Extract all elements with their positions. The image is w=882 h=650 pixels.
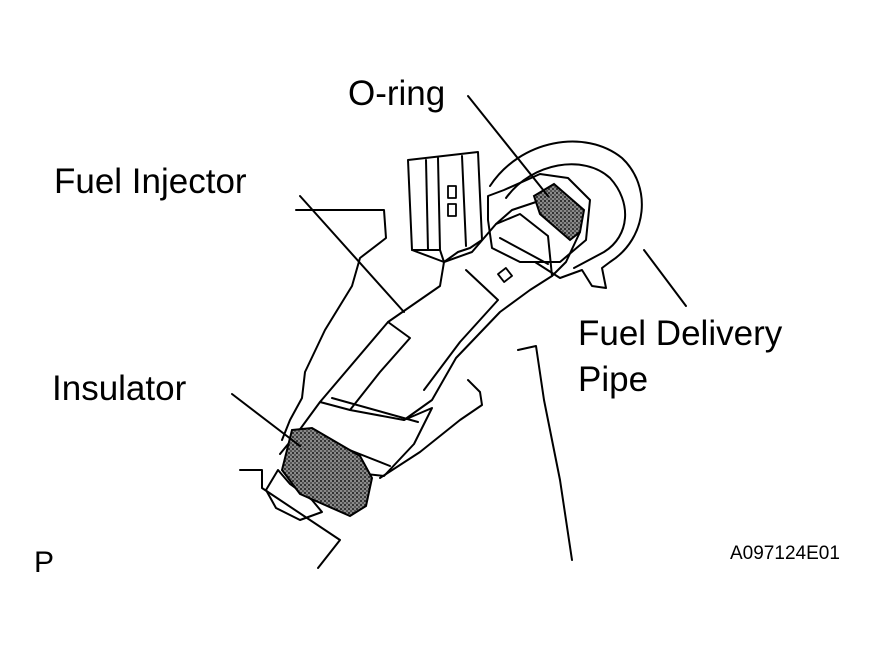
head-outline-right <box>379 379 483 479</box>
label-fuel-delivery-pipe: Fuel Delivery Pipe <box>578 311 782 403</box>
delivery-pipe-inner <box>505 163 626 269</box>
label-fuel-delivery-pipe-line1: Fuel Delivery <box>578 314 783 353</box>
leader-o-ring <box>467 95 549 197</box>
label-fuel-delivery-pipe-line2: Pipe <box>578 360 649 399</box>
intake-outline <box>281 209 387 441</box>
label-o-ring: O-ring <box>348 74 446 113</box>
leader-fuel-injector <box>299 195 405 313</box>
leader-fuel-delivery-pipe <box>643 249 687 307</box>
label-fuel-injector: Fuel Injector <box>54 162 247 201</box>
delivery-pipe-outer <box>489 140 643 289</box>
head-outline-wall <box>517 345 573 561</box>
leader-insulator <box>231 393 301 447</box>
injector-connector <box>407 151 483 263</box>
view-marker: P <box>34 546 55 579</box>
o-ring-shape <box>532 182 586 242</box>
label-insulator: Insulator <box>52 369 187 408</box>
delivery-pipe-cup <box>487 173 591 263</box>
head-outline-lower <box>239 469 341 569</box>
insulator-shape <box>280 426 374 518</box>
figure-code: A097124E01 <box>730 543 840 564</box>
injector-body <box>279 249 445 455</box>
